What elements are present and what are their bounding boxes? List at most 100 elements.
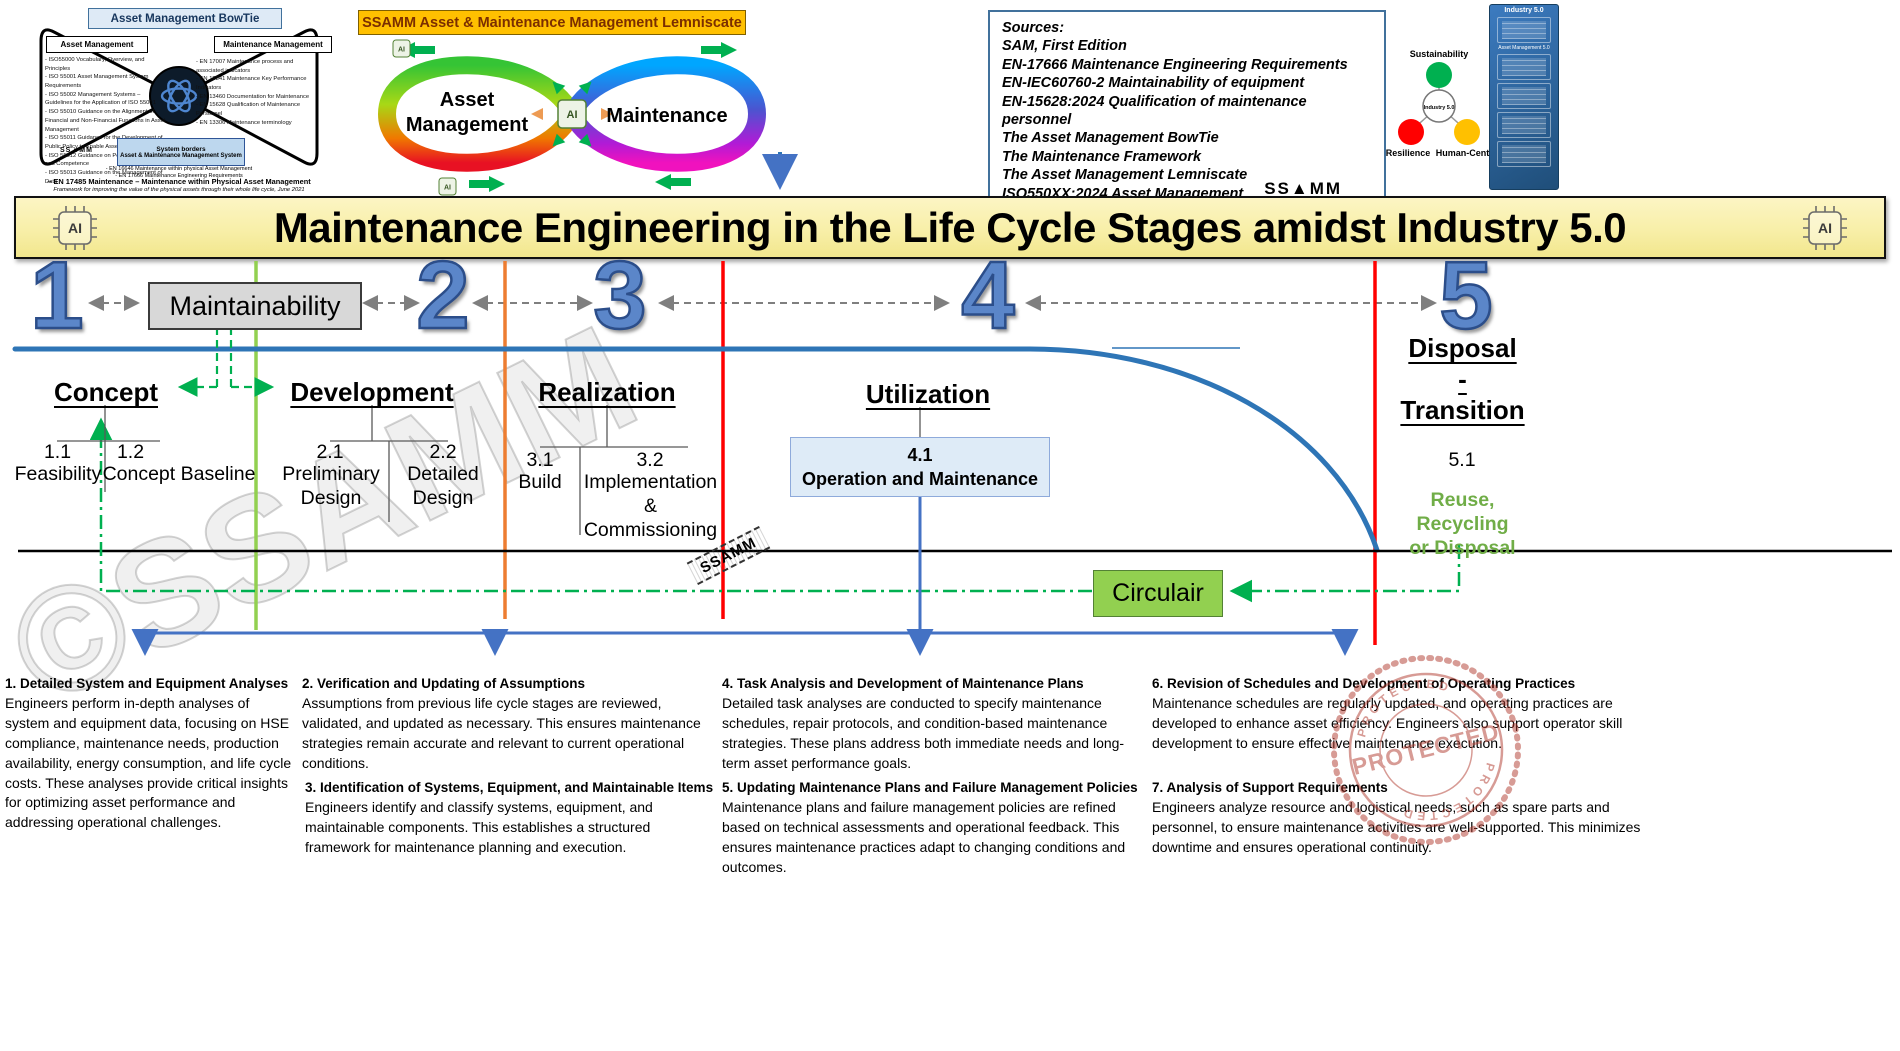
ssamm-lemniscate: SSAMM Asset & Maintenance Management Lem… — [355, 6, 790, 198]
note-3: 3. Identification of Systems, Equipment,… — [305, 780, 715, 858]
stage-number-4: 4 — [960, 242, 1016, 349]
disposal-line2: - — [1458, 364, 1467, 394]
bowtie-right-label: Maintenance Management — [214, 36, 332, 53]
bowtie-iso-item: - ISO 55011 Guidance for the Development… — [45, 135, 163, 150]
bowtie-footer-italic: Framework for improving the value of the… — [53, 187, 305, 193]
blueprint-card — [1497, 112, 1551, 138]
item-1-2-number: 1.2 — [116, 441, 145, 463]
item-5-1-label: Reuse, Recycling or Disposal — [1409, 489, 1516, 559]
svg-text:AI: AI — [1818, 220, 1832, 236]
svg-text:AI: AI — [68, 220, 82, 236]
stage-title-development: Development — [290, 377, 454, 407]
industry50-center-circle — [1422, 89, 1456, 123]
bowtie-en-item: - EN 17007 Maintenance process and assoc… — [196, 59, 294, 74]
ai-chip-top-left: AI — [392, 39, 411, 58]
bowtie-ssamm-logo: SS▲MM — [60, 147, 93, 154]
source-item: The Asset Management Lemniscate — [1002, 167, 1248, 184]
item-3-1-label: Build — [518, 471, 562, 493]
maintainability-box: Maintainability — [148, 282, 362, 330]
stage-number-2: 2 — [415, 242, 471, 349]
industry50-wheel: Industry 5.0 Sustainability Resilience H… — [1384, 48, 1494, 166]
ai-chip-bottom-left: AI — [438, 177, 457, 196]
sustainability-label: Sustainability — [1410, 49, 1469, 59]
item-1-1-label: Feasibility — [14, 463, 102, 485]
blueprint-card — [1497, 17, 1551, 43]
source-item: EN-17666 Maintenance Engineering Require… — [1002, 56, 1348, 73]
circular-economy-box: Circulair — [1093, 570, 1223, 617]
note-3-heading: 3. Identification of Systems, Equipment,… — [305, 780, 714, 795]
human-centric-circle — [1454, 119, 1480, 145]
bowtie-title: Asset Management BowTie — [88, 8, 282, 29]
note-2-body: Assumptions from previous life cycle sta… — [302, 695, 701, 771]
item-3-2-number: 3.2 — [636, 449, 664, 471]
lemniscate-asset-line2: Management — [406, 114, 529, 136]
stage-number-3: 3 — [592, 242, 648, 349]
svg-text:AI: AI — [567, 109, 578, 121]
blueprint-card-label: Asset Management 5.0 — [1498, 45, 1550, 51]
bowtie-en-list: - EN 17007 Maintenance process and assoc… — [196, 58, 322, 128]
stage-number-5: 5 — [1438, 242, 1494, 349]
disposal-line3: Transition — [1400, 395, 1525, 425]
svg-text:PROTECTED: PROTECTED — [1349, 718, 1502, 780]
item-4-1-label: Operation and Maintenance — [801, 469, 1039, 489]
item-3-1-number: 3.1 — [526, 449, 554, 471]
note-5-body: Maintenance plans and failure management… — [722, 799, 1126, 875]
bowtie-iso-item: - ISO 55010 Guidance on the Alignment of… — [45, 109, 166, 133]
note-4-body: Detailed task analyses are conducted to … — [722, 695, 1125, 771]
note-7-body: Engineers analyze resource and logistica… — [1152, 799, 1641, 855]
industry50-center-label: Industry 5.0 — [1424, 105, 1455, 111]
stage-title-disposal: Disposal - Transition — [1390, 333, 1535, 426]
note-1-heading: 1. Detailed System and Equipment Analyse… — [5, 676, 289, 691]
ai-chip-icon-right: AI — [1803, 206, 1847, 250]
lemniscate-left-loop — [377, 56, 581, 172]
page-title: Maintenance Engineering in the Life Cycl… — [273, 203, 1627, 251]
blueprint-title: Industry 5.0 — [1504, 7, 1544, 14]
note-3-body: Engineers identify and classify systems,… — [305, 799, 653, 855]
lemniscate-asset-line1: Asset — [440, 89, 495, 111]
item-2-1-label: Preliminary Design — [282, 463, 380, 509]
item-3-2-label: Implementation & Commissioning — [583, 471, 718, 541]
source-item: EN-15628:2024 Qualification of maintenan… — [1002, 93, 1307, 129]
bowtie-iso-item: - ISO 55012 Guidance on People Involveme… — [45, 152, 164, 168]
note-5-heading: 5. Updating Maintenance Plans and Failur… — [722, 780, 1138, 795]
ai-chip-center: AI — [557, 99, 587, 129]
source-item: The Maintenance Framework — [1002, 148, 1202, 165]
note-4: 4. Task Analysis and Development of Main… — [722, 676, 1150, 774]
svg-text:AI: AI — [444, 185, 451, 192]
item-1-2-label: Concept Baseline — [102, 463, 256, 485]
bowtie-en-item: - EN 15341 Maintenance Key Performance I… — [196, 76, 307, 92]
note-2-heading: 2. Verification and Updating of Assumpti… — [302, 676, 586, 691]
note-7-heading: 7. Analysis of Support Requirements — [1152, 780, 1388, 795]
sustainability-circle — [1426, 62, 1452, 88]
stage-title-realization: Realization — [538, 377, 676, 407]
human-centric-label: Human-Centric — [1436, 148, 1494, 158]
sources-heading: Sources: — [1002, 20, 1065, 36]
item-4-1-number: 4.1 — [907, 444, 933, 465]
bowtie-footer-bold: – EN 17485 Maintenance – Maintenance wit… — [47, 177, 311, 186]
bowtie-sub-items: - EN 16646 Maintenance within physical A… — [48, 166, 310, 180]
bowtie-sub-item: - EN 16646 Maintenance within physical A… — [105, 166, 253, 172]
industry50-blueprint: Industry 5.0 Asset Management 5.0 — [1489, 4, 1559, 190]
svg-text:PROTECTED: PROTECTED — [1390, 758, 1507, 831]
item-4-1-box: 4.1 Operation and Maintenance — [790, 437, 1050, 497]
bowtie-iso-item: - ISO 55002 Management Systems – Guideli… — [45, 91, 156, 107]
protected-stamp: PROTECTED PROTECTED PROTECTED — [1295, 619, 1557, 881]
item-2-2-number: 2.2 — [429, 441, 457, 463]
asset-management-bowtie: Asset Management BowTie Asset Management… — [18, 6, 340, 196]
bowtie-shape — [39, 28, 319, 166]
bowtie-iso-list: - ISO55000 Vocabulary, Overview, and Pri… — [45, 56, 167, 186]
maintainability-arrows — [177, 327, 275, 397]
note-1: 1. Detailed System and Equipment Analyse… — [5, 676, 293, 833]
system-borders-line1: System borders — [156, 145, 206, 153]
item-2-2-label: Detailed Design — [407, 463, 479, 509]
note-4-heading: 4. Task Analysis and Development of Main… — [722, 676, 1084, 691]
stage-title-utilization: Utilization — [865, 379, 991, 409]
bowtie-en-item: - EN 15628 Qualification of Maintenance … — [196, 102, 301, 118]
note-1-body: Engineers perform in-depth analyses of s… — [5, 695, 292, 831]
source-item: EN-IEC60760-2 Maintainability of equipme… — [1002, 75, 1305, 92]
source-item: SAM, First Edition — [1002, 38, 1127, 55]
lemniscate-maintenance-label: Maintenance — [606, 105, 727, 127]
note-5: 5. Updating Maintenance Plans and Failur… — [722, 780, 1157, 878]
ssamm-logo-text: SS▲MM — [1264, 178, 1343, 198]
